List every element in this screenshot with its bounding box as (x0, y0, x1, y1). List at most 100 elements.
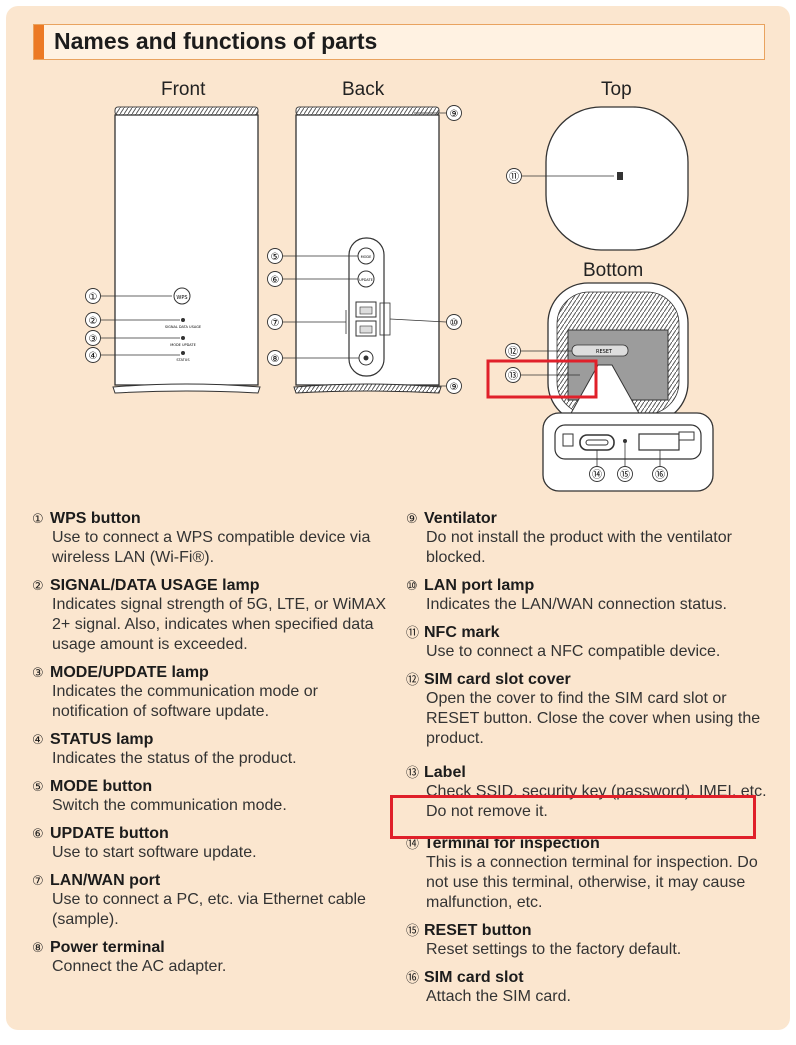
view-label-front: Front (161, 79, 206, 100)
part-item: ⑪ NFC mark Use to connect a NFC compatibl… (406, 623, 774, 662)
part-number: ⑪ (406, 625, 420, 640)
part-description: Indicates signal strength of 5G, LTE, or… (52, 596, 387, 653)
callout-10: ⑩ (450, 318, 459, 329)
part-name: NFC mark (424, 624, 500, 641)
view-label-top: Top (601, 79, 632, 100)
mode-lamp-mark: MODE UPDATE (170, 343, 196, 347)
part-name: Ventilator (424, 510, 497, 527)
part-name: STATUS lamp (50, 731, 154, 748)
callout-11: ⑪ (509, 171, 519, 183)
back-view-device: MODE UPDATE ⑤ ⑥ ⑦ ⑧ ⑨ ⑨ (267, 105, 462, 394)
part-item: ③ MODE/UPDATE lamp Indicates the communic… (32, 663, 392, 722)
part-name: Label (424, 764, 466, 781)
part-number: ④ (32, 732, 44, 747)
part-item: ⑧ Power terminal Connect the AC adapter. (32, 938, 392, 977)
part-number: ③ (32, 665, 44, 680)
part-item: ⑯ SIM card slot Attach the SIM card. (406, 968, 774, 1007)
part-item: ④ STATUS lamp Indicates the status of the… (32, 730, 392, 769)
callout-13: ⑬ (508, 370, 518, 382)
part-description: Connect the AC adapter. (52, 958, 227, 975)
callout-16: ⑯ (655, 469, 665, 481)
part-description: Switch the communication mode. (52, 797, 287, 814)
part-item: ⑨ Ventilator Do not install the product w… (406, 509, 774, 568)
part-name: Terminal for inspection (424, 835, 600, 852)
bottom-view-device: RESET ⑫ ⑬ ⑭ ⑮ ⑯ (505, 282, 714, 492)
part-name: MODE/UPDATE lamp (50, 664, 209, 681)
section-title: Names and functions of parts (54, 28, 378, 54)
part-name: WPS button (50, 510, 141, 527)
callout-12: ⑫ (508, 346, 518, 358)
update-button-mark: UPDATE (359, 278, 373, 282)
callout-7: ⑦ (271, 318, 280, 329)
part-name: Power terminal (50, 939, 165, 956)
part-name: SIM card slot (424, 969, 524, 986)
part-number: ⑭ (406, 836, 420, 851)
status-lamp-mark: STATUS (176, 358, 190, 362)
part-number: ⑩ (406, 578, 418, 593)
part-name: SIGNAL/DATA USAGE lamp (50, 577, 260, 594)
front-view-device: WPS SIGNAL DATA USAGE MODE UPDATE STATUS… (85, 106, 261, 394)
part-description: Use to connect a PC, etc. via Ethernet c… (52, 891, 366, 928)
callout-2: ② (89, 316, 98, 327)
part-description: Do not install the product with the vent… (426, 529, 732, 566)
callout-3: ③ (89, 334, 98, 345)
part-name: LAN/WAN port (50, 872, 161, 889)
part-description: Use to connect a NFC compatible device. (426, 643, 721, 660)
section-title-bar: Names and functions of parts (33, 24, 765, 60)
part-number: ⑥ (32, 826, 44, 841)
callout-14: ⑭ (592, 469, 602, 481)
parts-list-right: ⑨ Ventilator Do not install the product w… (406, 509, 774, 1015)
part-item: ⑫ SIM card slot cover Open the cover to f… (406, 670, 774, 749)
view-label-bottom: Bottom (583, 260, 644, 281)
part-item: ⑮ RESET button Reset settings to the fact… (406, 921, 774, 960)
signal-lamp-mark: SIGNAL DATA USAGE (165, 325, 201, 329)
part-number: ⑨ (406, 511, 418, 526)
callout-6: ⑥ (271, 275, 280, 286)
callout-8: ⑧ (271, 354, 280, 365)
part-description: Use to start software update. (52, 844, 257, 861)
part-description: Indicates the communication mode or noti… (52, 683, 318, 720)
callout-9-bottom: ⑨ (450, 382, 459, 393)
callout-15: ⑮ (620, 469, 630, 481)
label-highlight-figure (486, 359, 598, 399)
part-description: Indicates the LAN/WAN connection status. (426, 596, 727, 613)
device-illustrations: WPS SIGNAL DATA USAGE MODE UPDATE STATUS… (85, 105, 714, 492)
label-highlight-text (390, 795, 756, 839)
part-description: Reset settings to the factory default. (426, 941, 682, 958)
part-number: ① (32, 511, 44, 526)
title-accent-bar (34, 25, 44, 59)
part-description: Indicates the status of the product. (52, 750, 297, 767)
reset-mark: RESET (596, 349, 613, 355)
wps-button-mark: WPS (176, 295, 187, 301)
callout-9-top: ⑨ (450, 109, 459, 120)
part-item: ⑩ LAN port lamp Indicates the LAN/WAN con… (406, 576, 774, 615)
part-number: ② (32, 578, 44, 593)
part-item: ① WPS button Use to connect a WPS compati… (32, 509, 392, 568)
part-item: ⑭ Terminal for inspection This is a conne… (406, 834, 774, 913)
callout-1: ① (89, 292, 98, 303)
view-label-back: Back (342, 79, 385, 100)
part-name: LAN port lamp (424, 577, 535, 594)
top-view-device: ⑪ (506, 106, 689, 251)
part-number: ⑮ (406, 923, 420, 938)
part-number: ⑯ (406, 970, 420, 985)
part-name: RESET button (424, 922, 532, 939)
part-item: ⑥ UPDATE button Use to start software upd… (32, 824, 392, 863)
part-name: UPDATE button (50, 825, 169, 842)
part-number: ⑫ (406, 672, 420, 687)
part-description: This is a connection terminal for inspec… (426, 854, 758, 911)
part-number: ⑦ (32, 873, 44, 888)
part-item: ⑦ LAN/WAN port Use to connect a PC, etc. … (32, 871, 392, 930)
part-name: SIM card slot cover (424, 671, 571, 688)
part-number: ⑬ (406, 765, 420, 780)
part-description: Attach the SIM card. (426, 988, 571, 1005)
part-number: ⑧ (32, 940, 44, 955)
mode-button-mark: MODE (361, 255, 372, 259)
part-item: ② SIGNAL/DATA USAGE lamp Indicates signal… (32, 576, 392, 655)
part-description: Open the cover to find the SIM card slot… (426, 690, 761, 747)
part-description: Use to connect a WPS compatible device v… (52, 529, 371, 566)
callout-5: ⑤ (271, 252, 280, 263)
parts-list-left: ① WPS button Use to connect a WPS compati… (32, 509, 392, 985)
part-name: MODE button (50, 778, 153, 795)
